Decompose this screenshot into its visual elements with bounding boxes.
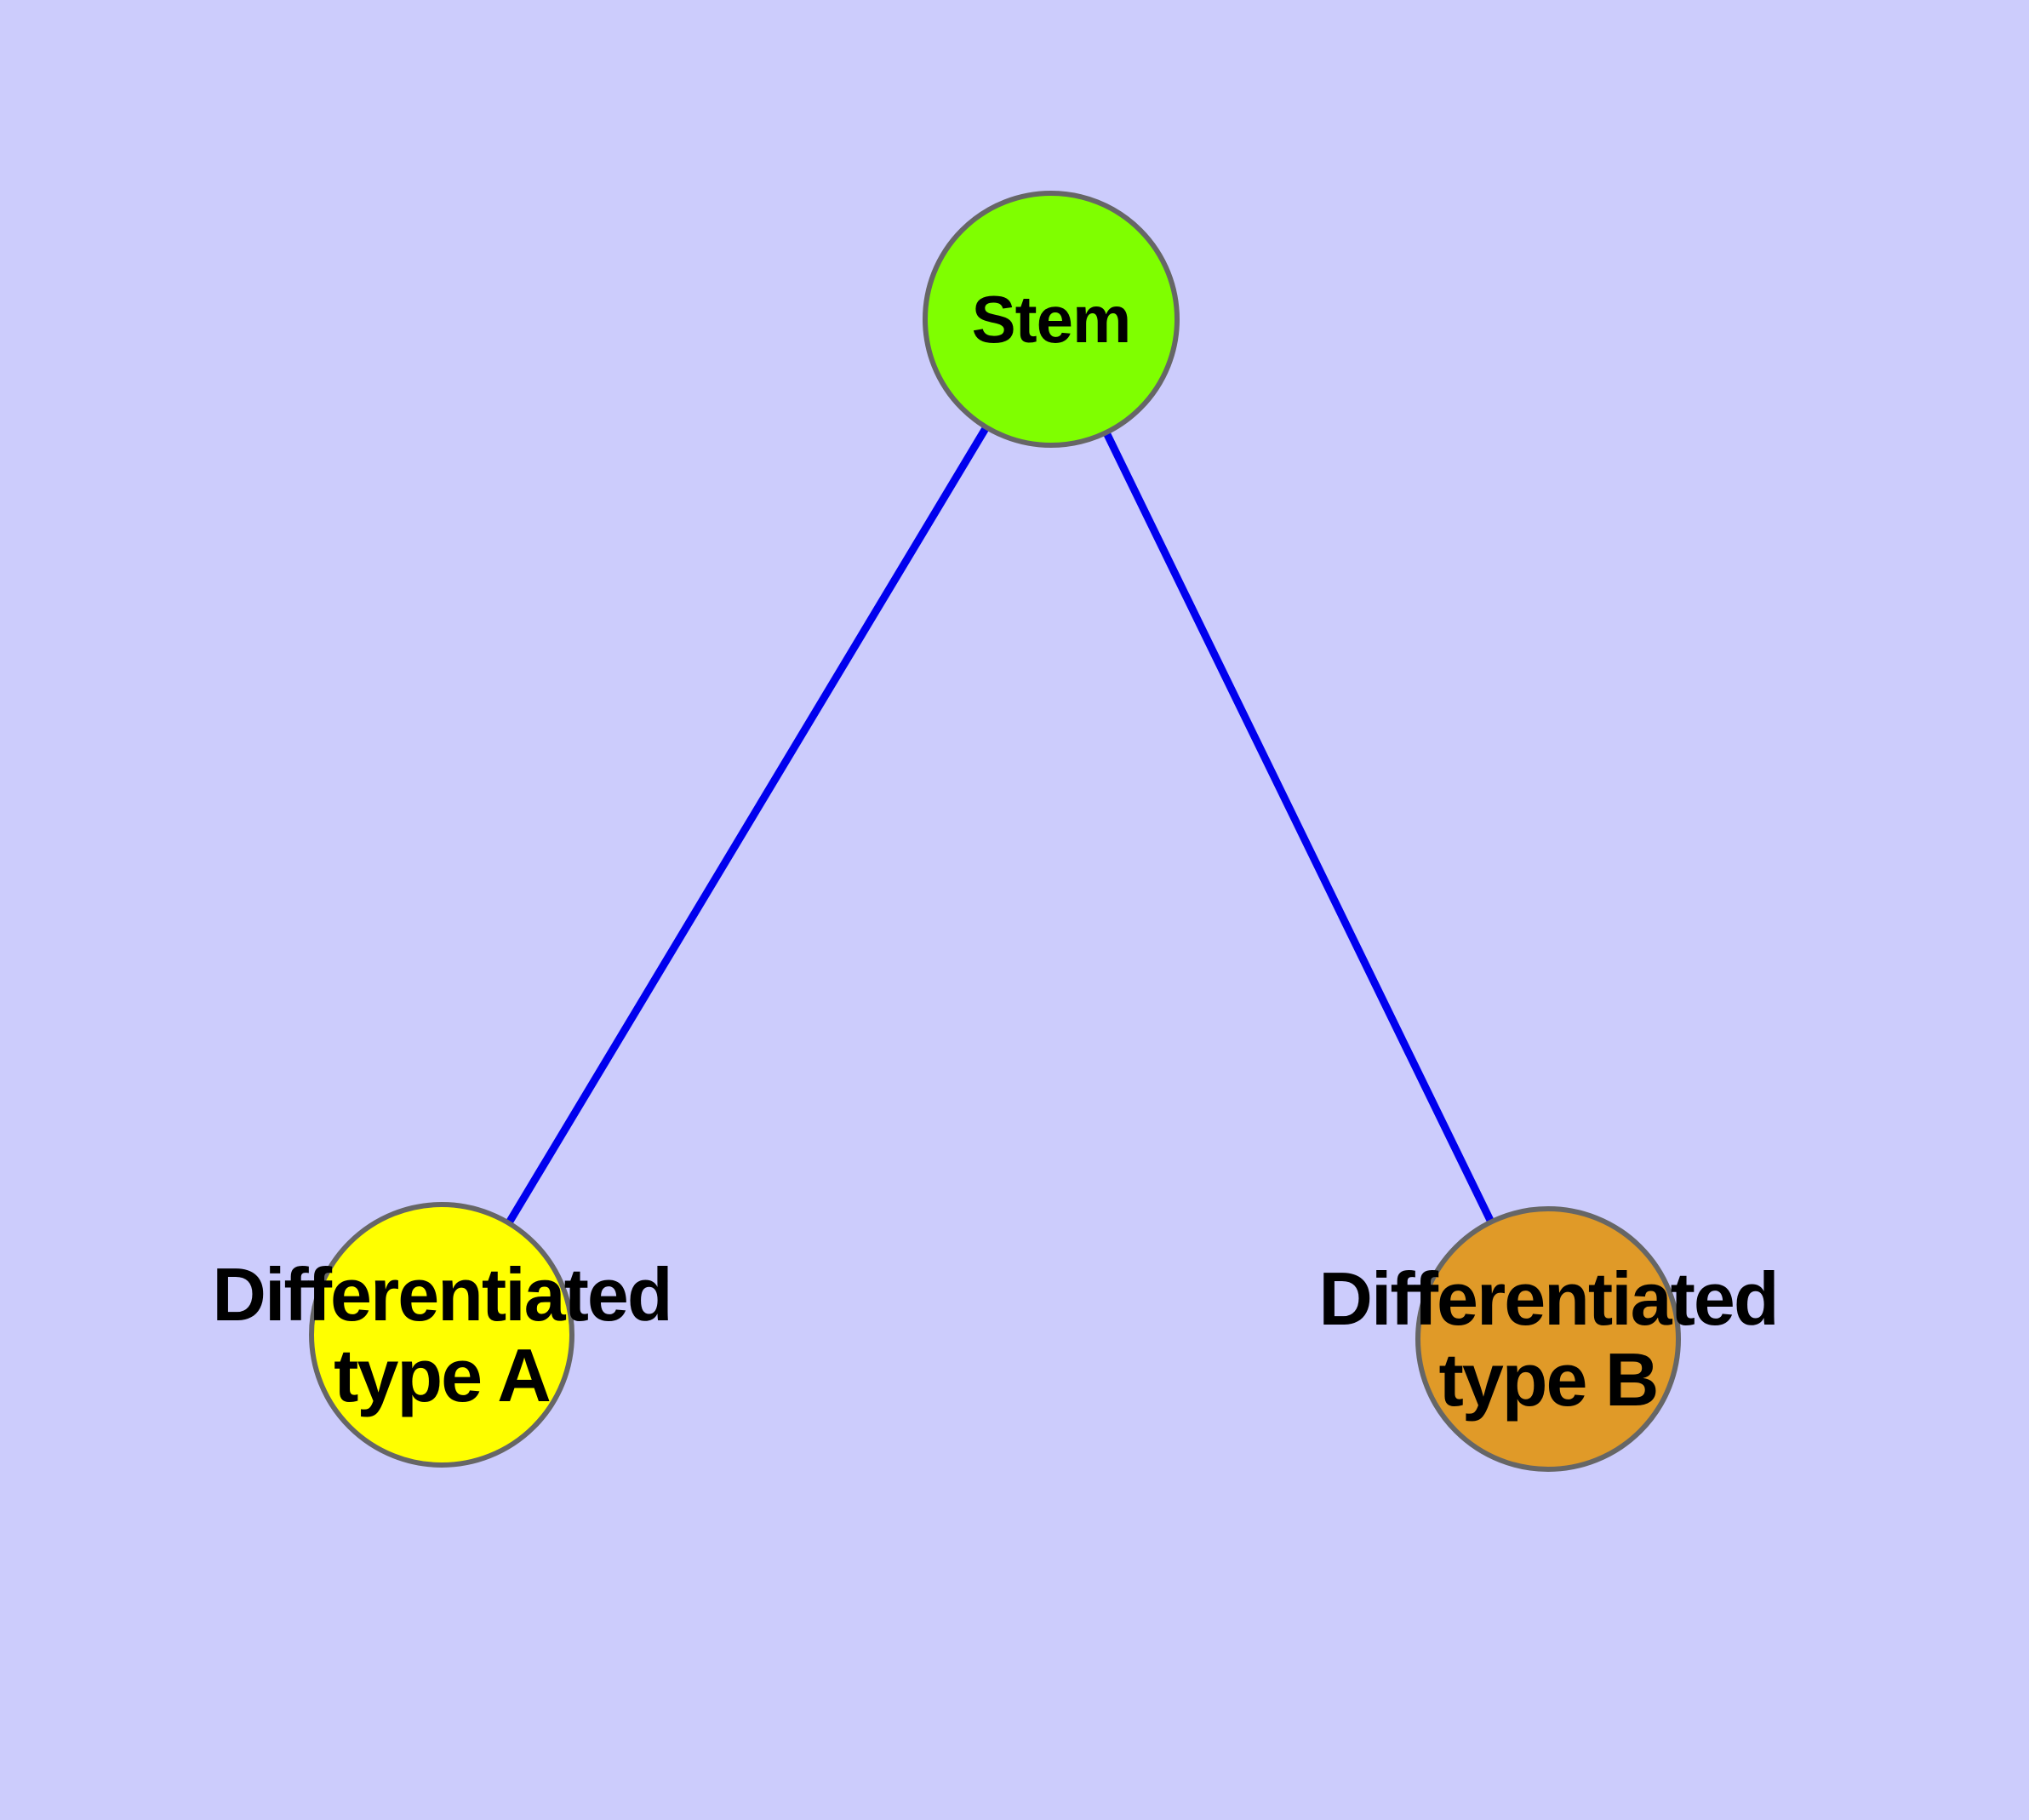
node-layer — [309, 191, 1681, 1472]
node-differentiated-type-a[interactable] — [309, 1202, 574, 1468]
edge-stem-to-differentiated-type-b — [1047, 318, 1552, 1341]
node-stem[interactable] — [923, 191, 1180, 448]
node-differentiated-type-b[interactable] — [1415, 1206, 1681, 1472]
edge-stem-to-differentiated-type-a — [438, 317, 1055, 1337]
edge-layer — [438, 317, 1552, 1341]
